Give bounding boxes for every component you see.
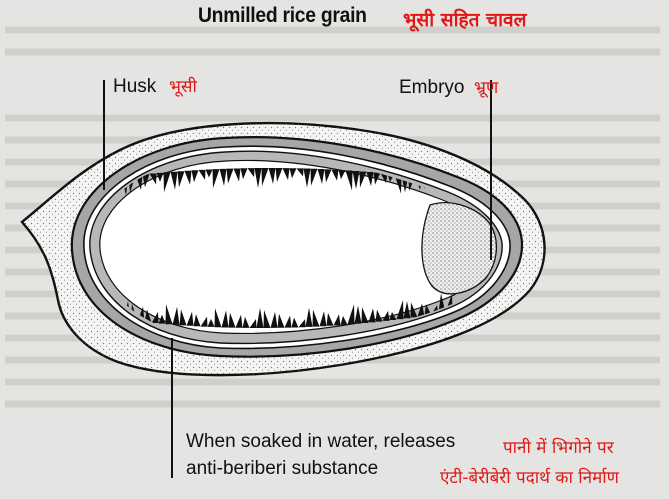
- husk-label-hindi: भूसी: [169, 74, 197, 97]
- embryo-label-hindi: भ्रूण: [474, 75, 498, 98]
- caption-line-2: anti-beriberi substance: [186, 458, 378, 480]
- husk-label: Husk: [113, 76, 156, 98]
- diagram-title-hindi: भूसी सहित चावल: [403, 6, 526, 32]
- caption-hindi-line-2: एंटी-बेरीबेरी पदार्थ का निर्माण: [440, 465, 619, 488]
- caption-line-1: When soaked in water, releases: [186, 431, 455, 453]
- caption-hindi-line-1: पानी में भिगोने पर: [503, 435, 614, 458]
- diagram-title: Unmilled rice grain: [198, 4, 367, 28]
- embryo-label: Embryo: [399, 77, 464, 99]
